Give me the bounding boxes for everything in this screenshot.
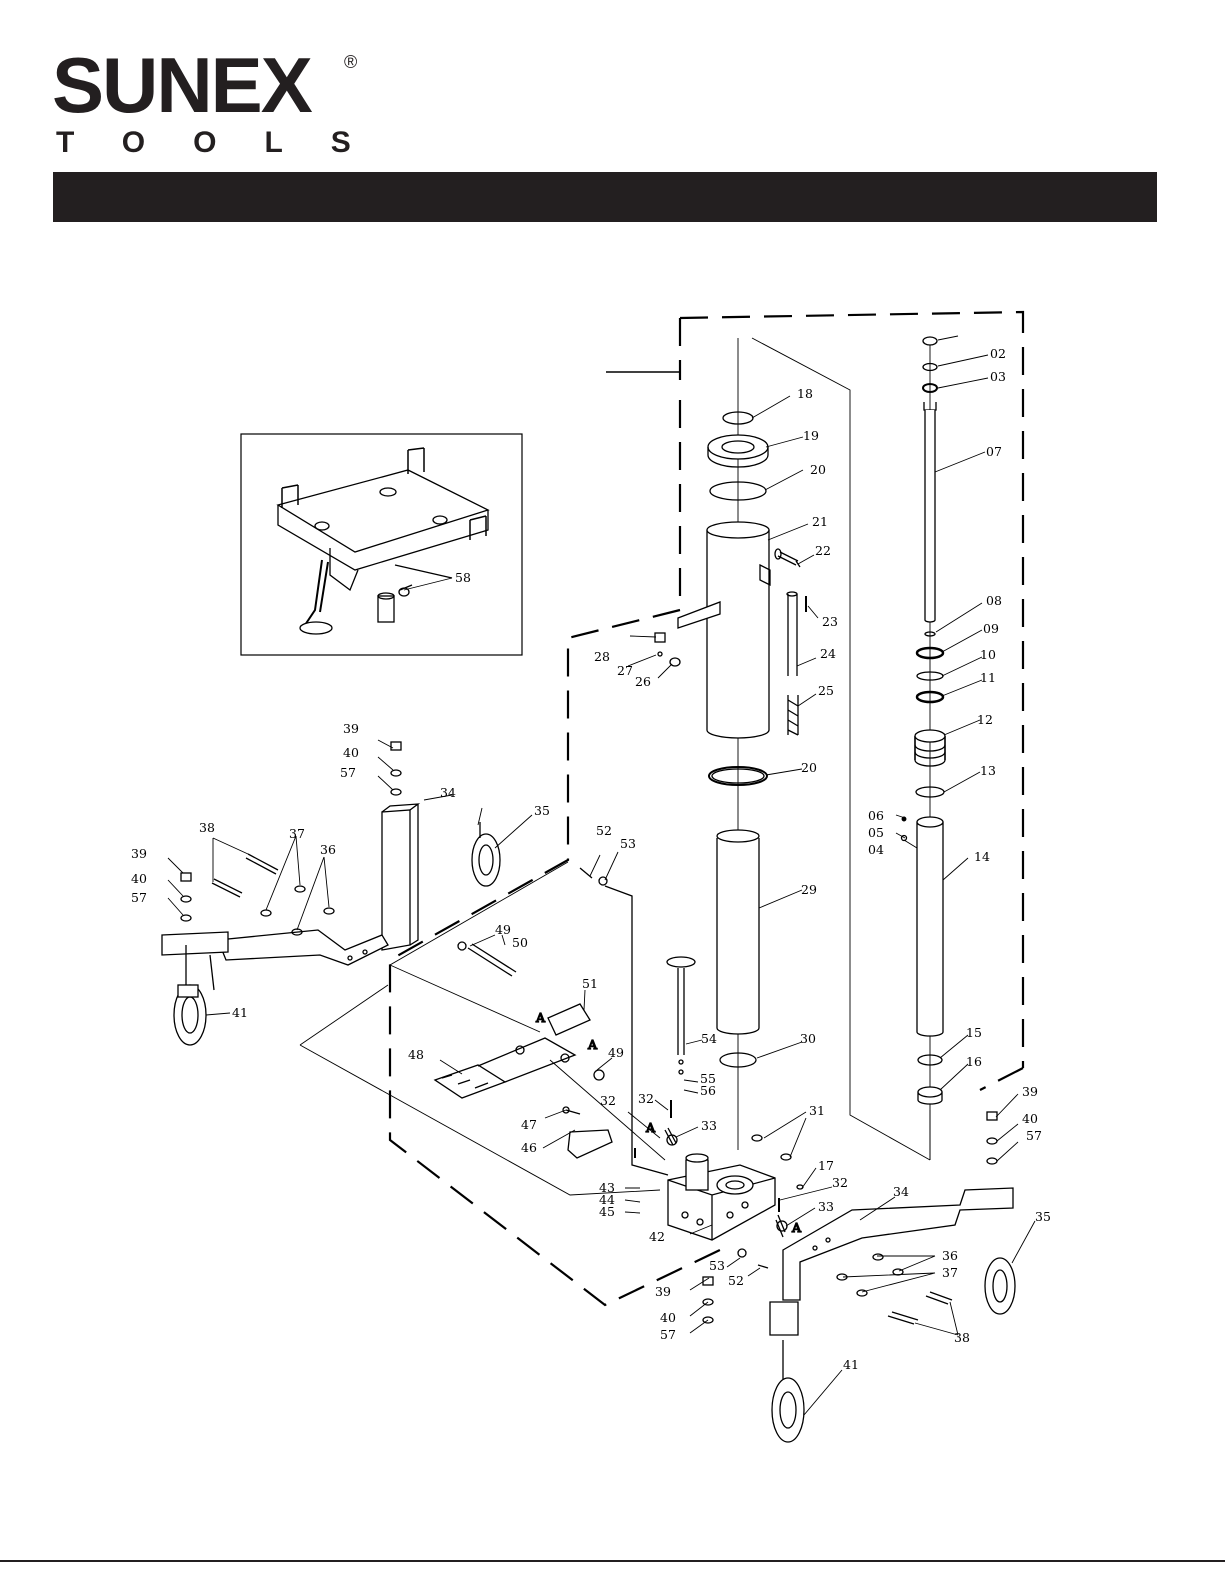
part-label-03: 03 [990,369,1006,384]
part-label-07: 07 [986,444,1002,459]
part-label-32c: 32 [600,1093,616,1108]
part-label-20: 20 [810,462,826,477]
part-label-33: 33 [701,1118,717,1133]
part-label-36b: 36 [942,1248,958,1263]
part-label-35b: 35 [1035,1209,1051,1224]
part-label-54: 54 [701,1031,717,1046]
part-label-56: 56 [700,1083,716,1098]
part-label-18: 18 [797,386,813,401]
part-label-45: 45 [599,1204,615,1219]
part-label-11: 11 [980,670,996,685]
part-label-12: 12 [977,712,993,727]
part-label-51: 51 [582,976,598,991]
part-label-15: 15 [966,1025,982,1040]
part-label-52b: 52 [728,1273,744,1288]
part-label-33b: 33 [818,1199,834,1214]
part-label-31: 31 [809,1103,825,1118]
part-label-05: 05 [868,825,884,840]
part-label-39: 39 [343,721,359,736]
part-label-17: 17 [818,1158,834,1173]
part-label-39d: 39 [131,846,147,861]
part-label-40b: 40 [660,1310,676,1325]
part-label-57d: 57 [131,890,147,905]
part-label-41b: 41 [843,1357,859,1372]
part-label-32: 32 [638,1091,654,1106]
part-label-21: 21 [812,514,828,529]
part-label-58: 58 [455,570,471,585]
part-label-47: 47 [521,1117,537,1132]
part-label-02: 02 [990,346,1006,361]
part-label-14: 14 [974,849,990,864]
part-label-13: 13 [980,763,996,778]
part-label-41: 41 [232,1005,248,1020]
bottom-rule [0,1560,1225,1562]
part-label-46: 46 [521,1140,537,1155]
part-label-04: 04 [868,842,884,857]
part-label-29: 29 [801,882,817,897]
part-label-36: 36 [320,842,336,857]
part-label-57b: 57 [660,1327,676,1342]
part-label-28: 28 [594,649,610,664]
part-label-57c: 57 [1026,1128,1042,1143]
part-label-39c: 39 [1022,1084,1038,1099]
part-label-38b: 38 [954,1330,970,1345]
part-label-53b: 53 [709,1258,725,1273]
part-label-49b: 49 [608,1045,624,1060]
part-label-40: 40 [343,745,359,760]
part-label-42: 42 [649,1229,665,1244]
part-label-57: 57 [340,765,356,780]
part-label-19: 19 [803,428,819,443]
part-label-40d: 40 [131,871,147,886]
part-label-09: 09 [983,621,999,636]
part-label-49: 49 [495,922,511,937]
part-label-38: 38 [199,820,215,835]
part-label-53: 53 [620,836,636,851]
part-label-34b: 34 [893,1184,909,1199]
part-label-40c: 40 [1022,1111,1038,1126]
part-label-37b: 37 [942,1265,958,1280]
part-label-48: 48 [408,1047,424,1062]
part-label-30: 30 [800,1031,816,1046]
part-label-39b: 39 [655,1284,671,1299]
part-label-26: 26 [635,674,651,689]
part-label-23: 23 [822,614,838,629]
part-label-34: 34 [440,785,456,800]
part-label-10: 10 [980,647,996,662]
part-label-25: 25 [818,683,834,698]
part-label-37: 37 [289,826,305,841]
part-label-08: 08 [986,593,1002,608]
part-label-50: 50 [512,935,528,950]
part-label-24: 24 [820,646,836,661]
part-label-35: 35 [534,803,550,818]
part-label-27: 27 [617,663,633,678]
part-label-22: 22 [815,543,831,558]
part-label-52: 52 [596,823,612,838]
part-label-16: 16 [966,1054,982,1069]
part-label-06: 06 [868,808,884,823]
part-label-20b: 20 [801,760,817,775]
part-label-32b: 32 [832,1175,848,1190]
